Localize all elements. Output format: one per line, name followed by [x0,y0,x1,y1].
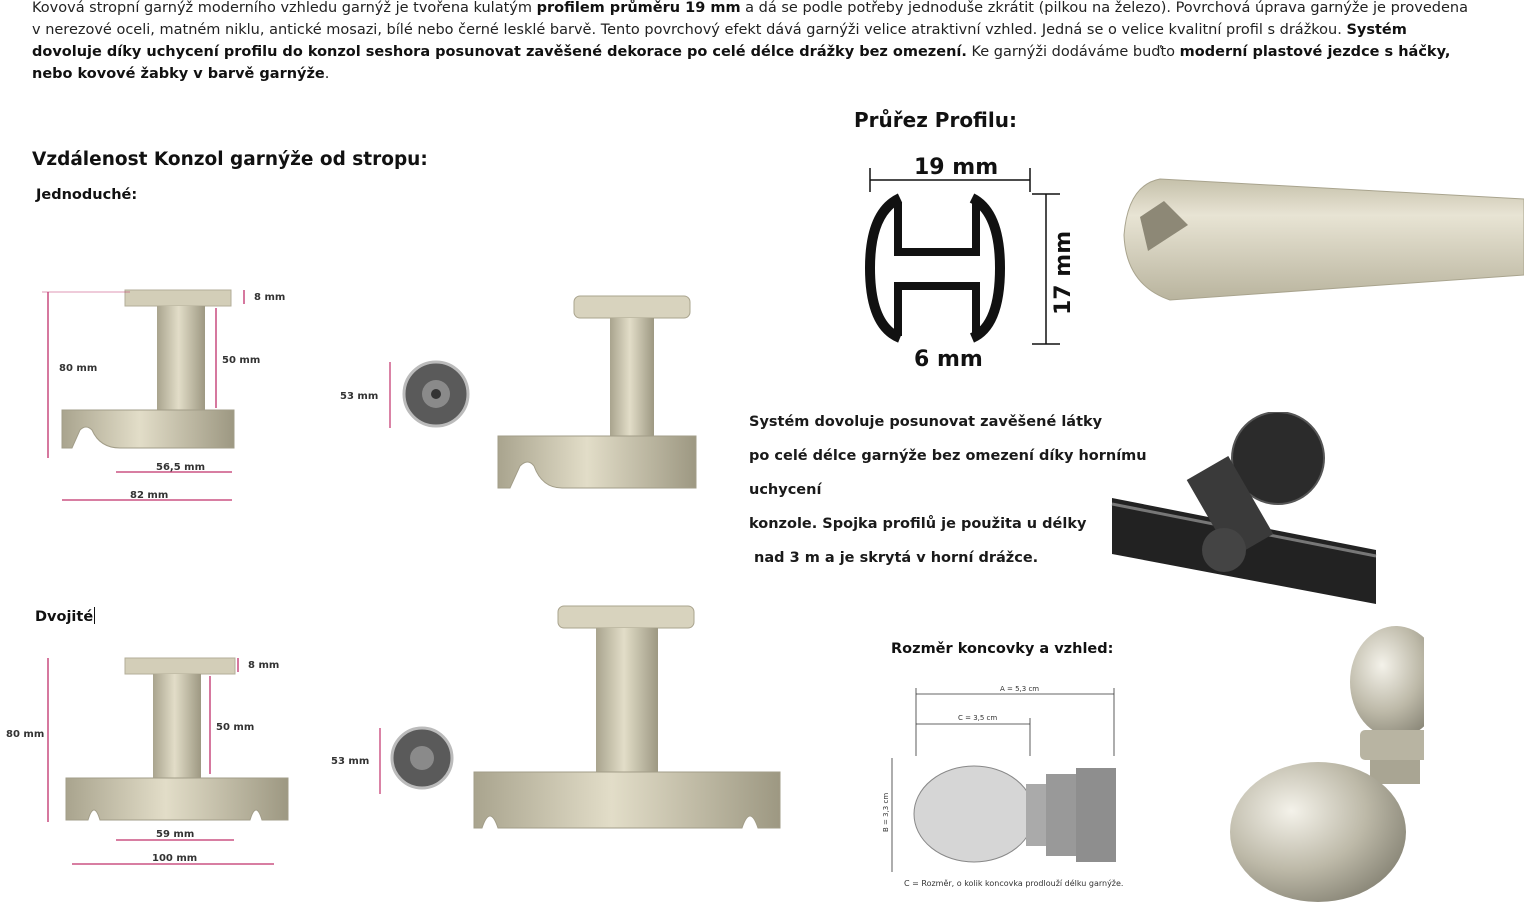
intro-text-2: a dá se podle potřeby jednoduše zkrátit … [32,0,1469,38]
double-dim-height: 80 mm [6,729,44,740]
heading-profile: Průřez Profilu: [854,108,1017,132]
intro-text-3: Ke garnýži dodáváme buďto [966,44,1180,60]
finial-dim-a: A = 5,3 cm [1000,685,1039,693]
single-bracket-diagram: 8 mm 80 mm 50 mm 56,5 mm 82 mm [42,289,285,501]
profile-slot-label: 6 mm [914,347,983,372]
description-line-3: konzole. Spojka profilů je použita u dél… [749,516,1087,532]
double-dim-top: 8 mm [248,660,279,671]
intro-text-4: . [324,66,330,82]
intro-bold-3: moderní plastové jezdce s háčky, nebo ko… [32,44,1451,82]
description-line-1: Systém dovoluje posunovat zavěšené látky [749,414,1103,430]
double-dim-stem: 50 mm [216,722,254,733]
black-rail-photo [1111,412,1377,604]
double-dim-inner: 59 mm [156,829,194,840]
profile-height-label: 17 mm [1051,231,1076,315]
finial-photos [1230,626,1424,902]
double-bracket-diagram: 8 mm 80 mm 50 mm 59 mm 100 mm [6,657,289,865]
heading-single: Jednoduché: [36,187,138,203]
single-dim-height: 80 mm [59,363,97,374]
profile-rail-photo [1123,178,1524,301]
finial-dim-c: C = 3,5 cm [958,714,997,722]
single-dim-stem: 50 mm [222,355,260,366]
single-dim-top: 8 mm [254,292,285,303]
single-bracket-photo: 53 mm [340,295,697,489]
finial-dimension-drawing: A = 5,3 cm C = 3,5 cm B = 3,3 cm C = Roz… [882,685,1123,888]
system-description: Systém dovoluje posunovat zavěšené látky… [749,405,1189,575]
double-dim-outer: 100 mm [152,853,197,864]
description-line-4: nad 3 m a je skrytá v horní drážce. [749,550,1039,566]
double-bracket-photo: 53 mm [331,605,781,829]
single-dim-outer: 82 mm [130,490,168,501]
text-caret [94,607,96,624]
intro-text-1: Kovová stropní garnýž moderního vzhledu … [32,0,537,16]
heading-distance: Vzdálenost Konzol garnýže od stropu: [32,149,428,170]
heading-double: Dvojité [35,607,96,625]
double-dim-disc: 53 mm [331,756,369,767]
intro-bold-2: Systém dovoluje díky uchycení profilu do… [32,22,1407,60]
finial-dim-b: B = 3,3 cm [882,793,890,832]
profile-width-label: 19 mm [914,155,998,180]
intro-bold-1: profilem průměru 19 mm [536,0,741,16]
description-line-2: po celé délce garnýže bez omezení díky h… [749,448,1147,498]
profile-cross-section: 19 mm 6 mm 17 mm [864,155,1076,372]
heading-finial: Rozměr koncovky a vzhled: [891,641,1114,657]
single-dim-disc: 53 mm [340,391,378,402]
intro-paragraph: Kovová stropní garnýž moderního vzhledu … [32,0,1472,85]
single-dim-inner: 56,5 mm [156,462,205,473]
finial-note: C = Rozměr, o kolik koncovka prodlouží d… [904,878,1123,888]
